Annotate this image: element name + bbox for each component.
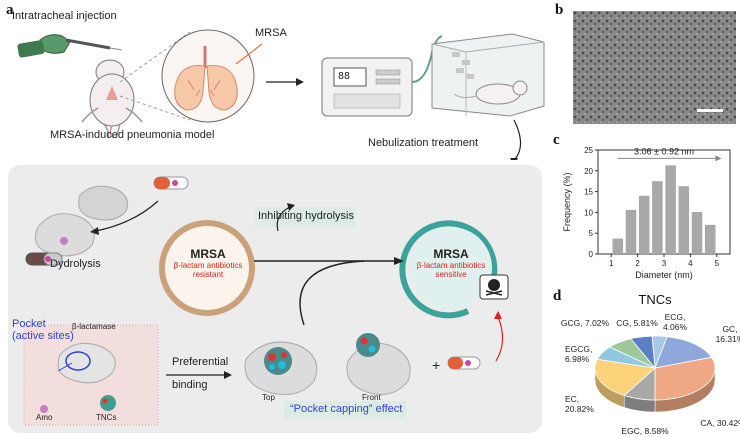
x-tick-label: 4 bbox=[688, 259, 693, 268]
dydrolysis-label: Dydrolysis bbox=[50, 258, 101, 270]
plus-sign: + bbox=[432, 357, 441, 373]
y-tick-label: 15 bbox=[584, 188, 593, 197]
tem-image bbox=[573, 11, 736, 124]
pie-slice-label: EC,20.82% bbox=[565, 394, 594, 414]
x-axis-label: Diameter (nm) bbox=[635, 270, 693, 280]
amo-label: Amo bbox=[36, 413, 53, 422]
sensitive-line1: β-lactam antibiotics bbox=[416, 261, 486, 270]
y-tick-label: 10 bbox=[584, 208, 593, 217]
panel-a-illustration bbox=[17, 29, 545, 160]
pie-slice bbox=[654, 336, 713, 369]
histogram-bar bbox=[665, 165, 676, 254]
pie-slice-label: GC,16.31% bbox=[716, 324, 740, 344]
simulation-box bbox=[23, 324, 159, 426]
histogram-bar bbox=[625, 209, 637, 254]
panel-letter-c: c bbox=[553, 132, 560, 148]
x-tick-label: 1 bbox=[609, 259, 614, 268]
resistant-circle-text: MRSA β-lactam antibiotics resistant bbox=[162, 247, 254, 279]
resistant-line1: β-lactam antibiotics bbox=[173, 261, 243, 270]
sensitive-line2: sensitive bbox=[435, 270, 467, 279]
pie-slice-label: EGCG,6.98% bbox=[565, 344, 592, 364]
pie-slice bbox=[654, 356, 716, 401]
nebulizer-device-icon bbox=[321, 35, 443, 117]
y-tick-label: 20 bbox=[584, 167, 593, 176]
injection-label: Intratracheal injection bbox=[12, 10, 117, 22]
x-tick-label: 3 bbox=[662, 259, 667, 268]
sensitive-mrsa-circle bbox=[399, 220, 498, 319]
scale-bar bbox=[697, 109, 723, 112]
hydrolyzed-capsule-icon bbox=[25, 252, 63, 266]
mechanism-illustration bbox=[23, 176, 509, 426]
pie-title: TNCs bbox=[638, 292, 672, 307]
panel-letter-b: b bbox=[555, 2, 564, 18]
pie-slice-label: CG, 5.81% bbox=[616, 318, 658, 328]
histogram-bar bbox=[678, 186, 690, 254]
tncs-label: TNCs bbox=[96, 413, 117, 422]
model-label: MRSA-induced pneumonia model bbox=[50, 129, 215, 141]
inhibiting-label: Inhibiting hydrolysis bbox=[258, 210, 354, 222]
capped-protein-front-icon bbox=[346, 333, 411, 395]
resistant-title: MRSA bbox=[190, 247, 226, 261]
resistant-line2: resistant bbox=[192, 270, 224, 279]
pocket-label-2: (active sites) bbox=[12, 330, 74, 342]
histogram-bar bbox=[704, 224, 716, 254]
pocket-capping-label: “Pocket capping” effect bbox=[290, 403, 403, 415]
top-label: Top bbox=[262, 393, 275, 402]
mouse-icon bbox=[81, 59, 143, 139]
panel-letter-d: d bbox=[553, 288, 562, 304]
pie-slice-label: ECG,4.06% bbox=[663, 312, 688, 332]
pie-slice-label: GCG, 7.02% bbox=[561, 318, 610, 328]
pie-slice bbox=[630, 335, 656, 370]
sensitive-title: MRSA bbox=[433, 247, 469, 261]
preferential-label-2: binding bbox=[172, 379, 208, 391]
nebulization-label: Nebulization treatment bbox=[368, 137, 479, 149]
panel-letter-a: a bbox=[6, 2, 14, 18]
capped-protein-top-icon bbox=[244, 341, 318, 395]
syringe-hand-icon bbox=[17, 34, 123, 58]
pocket-label-1: Pocket bbox=[12, 318, 46, 330]
pie-slice bbox=[594, 358, 656, 396]
y-axis-label: Frequency (%) bbox=[562, 172, 572, 231]
antibiotic-capsule-small-icon bbox=[447, 356, 481, 370]
annotation-arrowhead bbox=[715, 155, 722, 162]
lungs-icon bbox=[161, 29, 255, 123]
histogram-bar bbox=[652, 181, 663, 254]
histogram-bar bbox=[638, 195, 650, 254]
pie-slice-label: CA, 30.42% bbox=[700, 418, 740, 428]
preferential-label-1: Preferential bbox=[172, 356, 229, 368]
annotation-label: 3.06 ± 0.92 nm bbox=[634, 146, 694, 156]
x-tick-label: 2 bbox=[635, 259, 640, 268]
beta-lactamase-label: β-lactamase bbox=[72, 322, 116, 331]
beta-lactamase-protein-icon bbox=[34, 185, 129, 257]
mrsa-label: MRSA bbox=[255, 27, 287, 39]
device-display: 88 bbox=[338, 71, 351, 82]
nebulization-chamber-icon bbox=[431, 33, 545, 117]
y-tick-label: 0 bbox=[589, 250, 594, 259]
histogram-bar bbox=[691, 211, 703, 254]
sensitive-circle-text: MRSA β-lactam antibiotics sensitive bbox=[405, 247, 497, 279]
histogram-bar bbox=[612, 238, 624, 254]
x-tick-label: 5 bbox=[715, 259, 720, 268]
pie-slice-label: EGC, 8.58% bbox=[621, 426, 669, 435]
resistant-mrsa-circle bbox=[159, 220, 255, 316]
y-tick-label: 5 bbox=[589, 229, 594, 238]
front-label: Front bbox=[362, 393, 381, 402]
y-tick-label: 25 bbox=[584, 146, 593, 155]
antibiotic-capsule-icon bbox=[153, 176, 189, 190]
